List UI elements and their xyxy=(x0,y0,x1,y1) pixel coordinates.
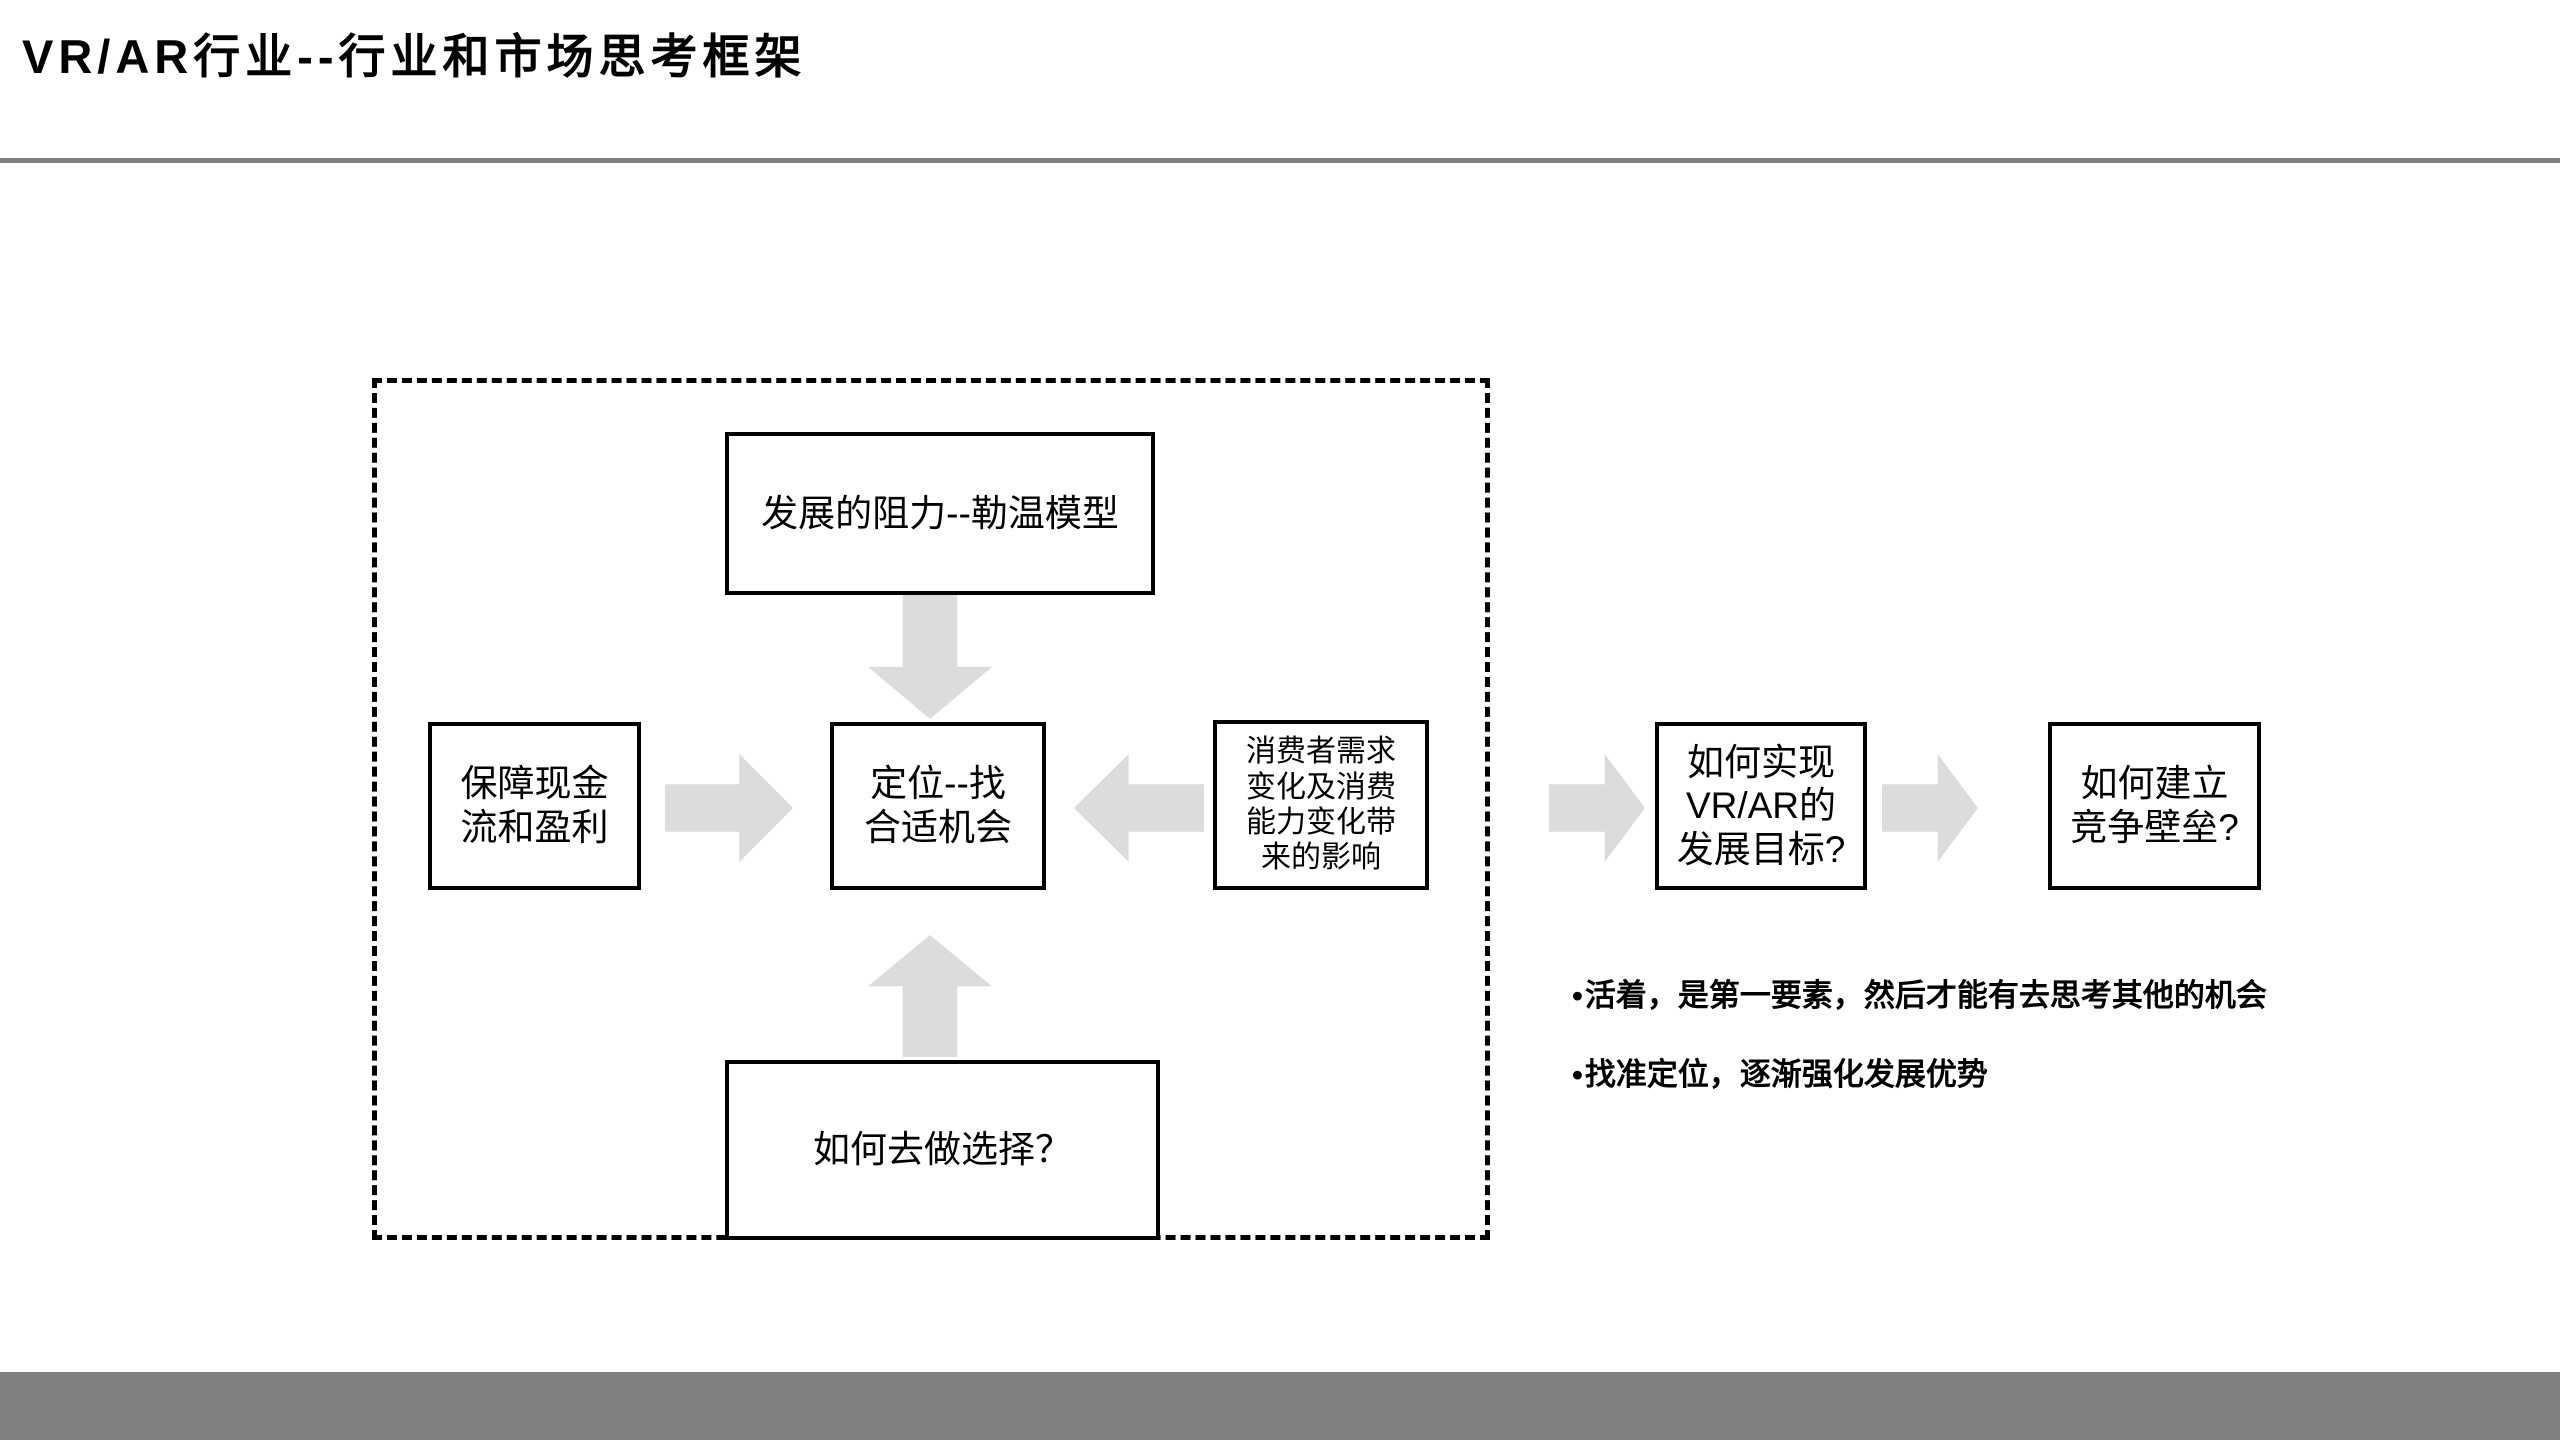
list-item: •活着，是第一要素，然后才能有去思考其他的机会 xyxy=(1572,980,2522,1011)
list-item-label: 活着，是第一要素，然后才能有去思考其他的机会 xyxy=(1584,978,2267,1013)
node-how-to-choose[interactable]: 如何去做选择？ xyxy=(725,1060,1160,1240)
diagram-canvas: 发展的阻力--勒温模型 保障现金 流和盈利 定位--找 合适机会 消费者需求 变… xyxy=(0,160,2560,1372)
list-item-label: 找准定位，逐渐强化发展优势 xyxy=(1584,1057,1988,1092)
page-title: VR/AR行业--行业和市场思考框架 xyxy=(22,30,807,83)
node-consumer-demand[interactable]: 消费者需求 变化及消费 能力变化带 来的影响 xyxy=(1213,720,1429,890)
arrow-right-icon xyxy=(1882,754,1978,862)
node-position[interactable]: 定位--找 合适机会 xyxy=(830,722,1046,890)
bullet-marker-icon: • xyxy=(1572,1057,1583,1092)
list-item: •找准定位，逐渐强化发展优势 xyxy=(1572,1059,2522,1090)
bullet-marker-icon: • xyxy=(1572,978,1583,1013)
node-cashflow[interactable]: 保障现金 流和盈利 xyxy=(428,722,641,890)
footer-band xyxy=(0,1372,2560,1440)
arrow-right-icon xyxy=(1549,754,1645,862)
header-divider xyxy=(0,158,2560,163)
node-competitive-moat[interactable]: 如何建立 竞争壁垒? xyxy=(2048,722,2261,890)
notes-list: •活着，是第一要素，然后才能有去思考其他的机会 •找准定位，逐渐强化发展优势 xyxy=(1572,980,2522,1138)
node-development-goal[interactable]: 如何实现 VR/AR的 发展目标? xyxy=(1655,722,1867,890)
node-barrier[interactable]: 发展的阻力--勒温模型 xyxy=(725,432,1155,595)
